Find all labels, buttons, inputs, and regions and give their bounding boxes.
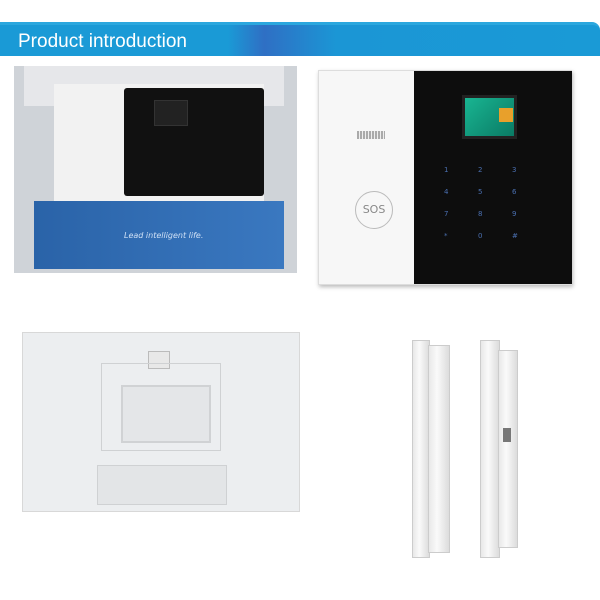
keypad-key: 2: [478, 166, 483, 174]
back-recess: [101, 363, 221, 451]
keypad-key: 4: [444, 188, 449, 196]
keypad-key: 6: [512, 188, 517, 196]
usb-port: [503, 428, 511, 442]
banner-title: Product introduction: [18, 31, 187, 52]
side-view-right: [480, 340, 500, 558]
keypad-key: 7: [444, 210, 449, 218]
keypad-key: 0: [478, 232, 483, 240]
screen-icon: [499, 108, 513, 122]
color-screen: [462, 95, 517, 139]
terminal-slot: [97, 465, 227, 505]
sos-button: SOS: [355, 191, 393, 229]
photo-back-plate: [22, 332, 300, 512]
side-view-left: [428, 345, 450, 553]
section-banner: Product introduction: [0, 22, 600, 56]
keypad-key: 8: [478, 210, 483, 218]
box-front: Lead intelligent life.: [34, 201, 284, 269]
side-view-right-base: [498, 350, 518, 548]
mount-tab: [148, 351, 170, 369]
photo-front-panel: SOS 1 2 3 4 5 6 7 8 9 * 0 #: [318, 70, 572, 285]
keypad-key: 3: [512, 166, 517, 174]
back-window: [121, 385, 211, 443]
keypad-key: #: [512, 232, 518, 240]
keypad-area: 1 2 3 4 5 6 7 8 9 * 0 #: [414, 71, 572, 284]
keypad-key: 1: [444, 166, 449, 174]
panel-screen: [154, 100, 188, 126]
keypad-key: 9: [512, 210, 517, 218]
box-print: Lead intelligent life.: [124, 231, 204, 240]
speaker-grille: [357, 131, 385, 139]
keypad-key: *: [444, 232, 448, 240]
photo-boxed-panel: Lead intelligent life.: [14, 66, 297, 273]
panel-keypad: [124, 88, 264, 196]
keypad-key: 5: [478, 188, 483, 196]
